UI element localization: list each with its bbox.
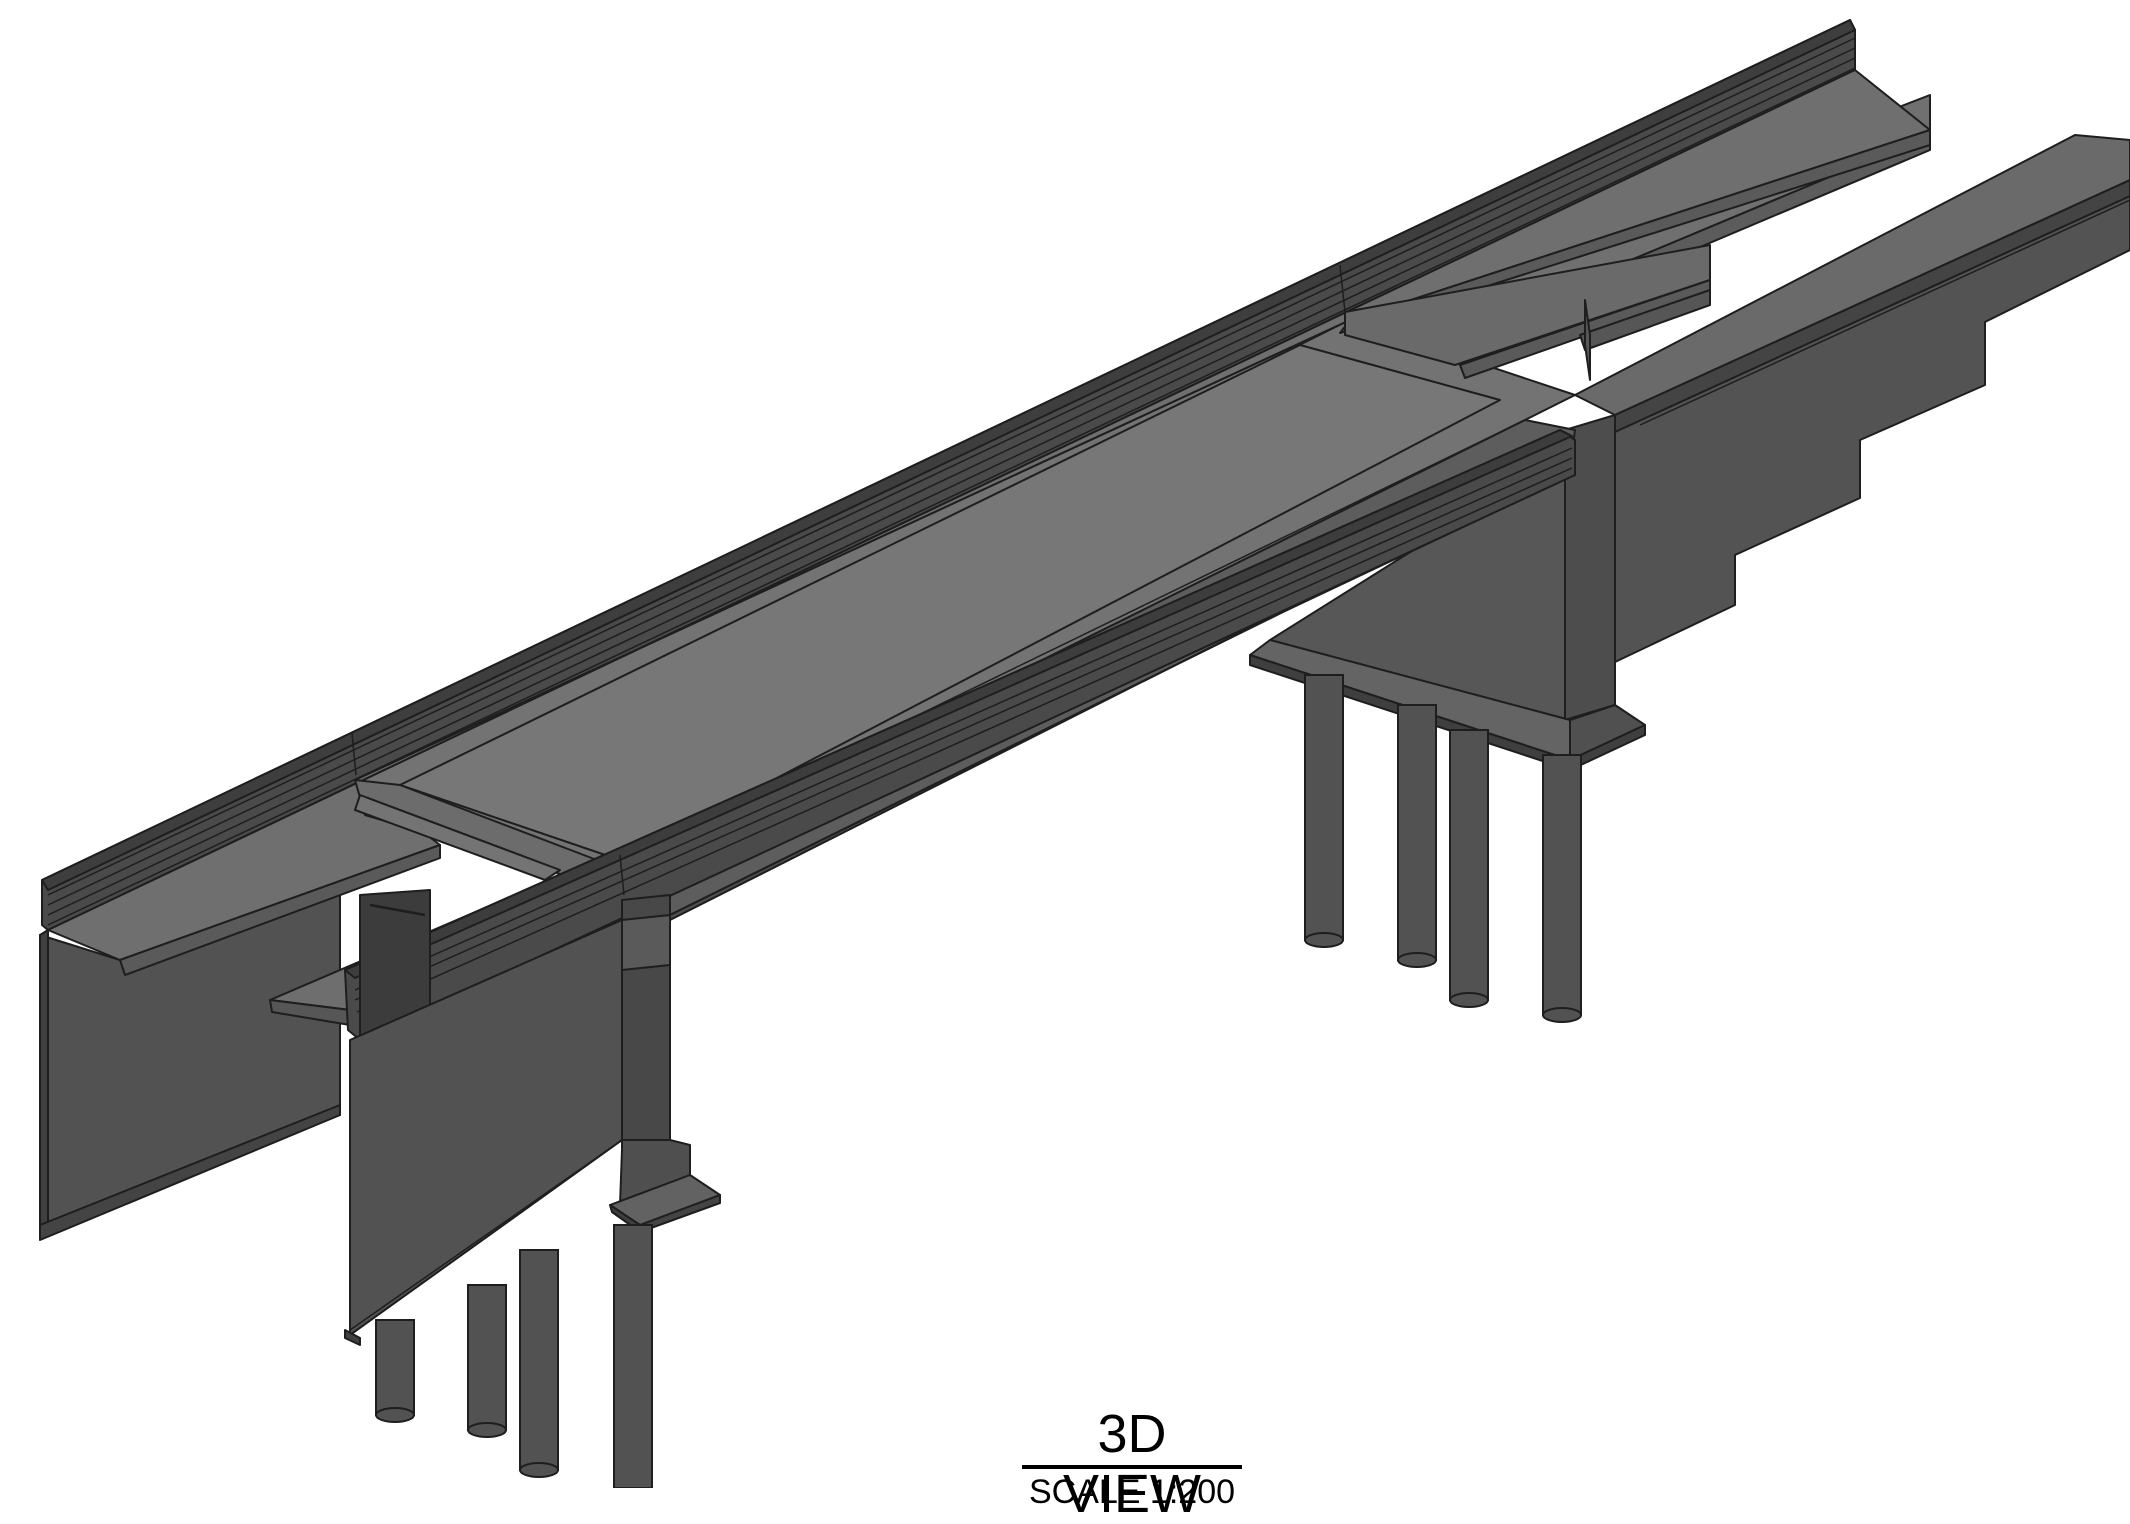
pile [1449,729,1489,1008]
near-abutment-stem [344,894,721,1346]
near-pile-group [375,1224,653,1488]
pile [467,1284,507,1438]
view-title-underline [1022,1465,1242,1469]
pile [613,1224,653,1488]
far-sidewalk [47,69,1931,976]
pile [375,1319,415,1423]
near-parapet [344,429,1576,1041]
pile [519,1249,559,1478]
view-scale-label: SCALE 1:200 [1028,1473,1236,1511]
far-right-wingwall [1574,134,2130,663]
far-approach-slab [1344,244,1711,381]
near-left-approach-slab [354,779,611,881]
pile [1542,754,1582,1023]
far-parapet [41,19,1856,931]
far-abutment-stem [1249,414,1646,771]
bridge-3d-model [39,19,2130,1488]
pile [1397,704,1437,968]
near-left-wingwall [39,894,341,1241]
pile [1304,674,1344,948]
far-pile-group [1304,674,1582,1023]
